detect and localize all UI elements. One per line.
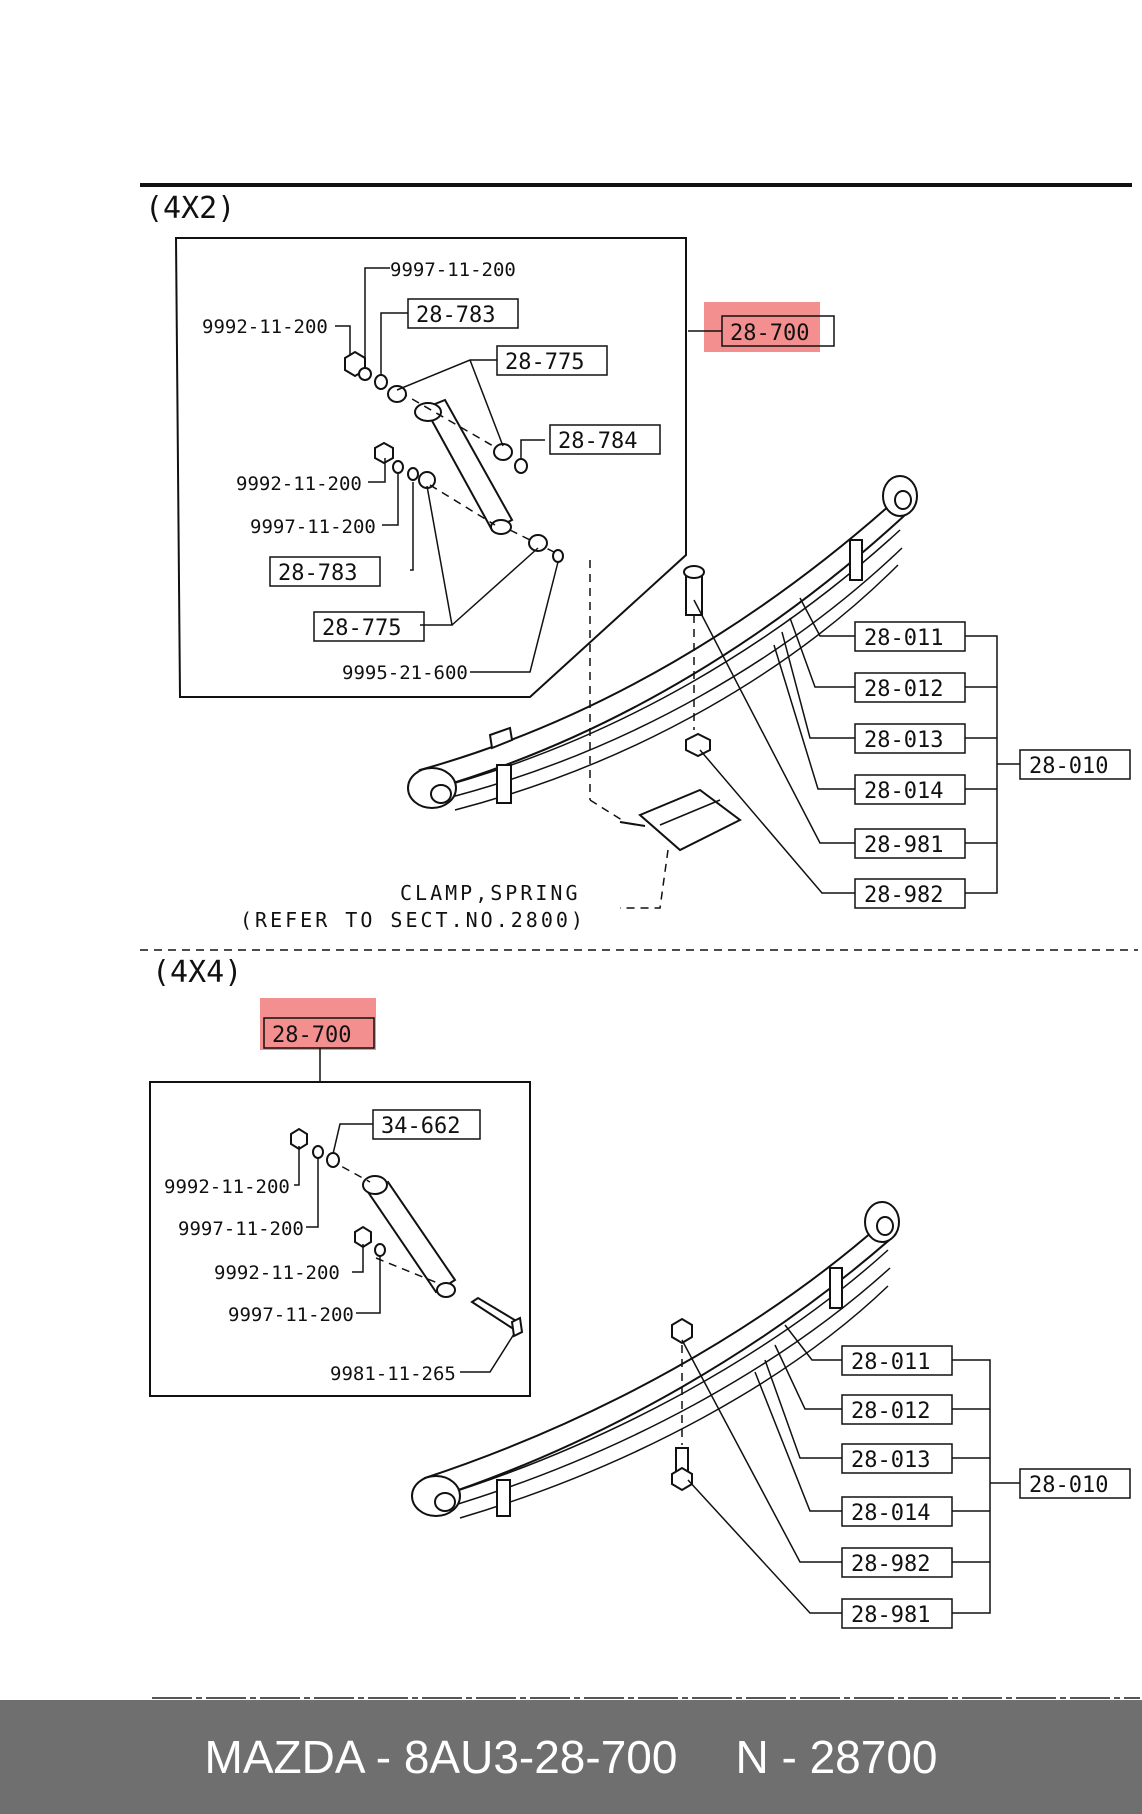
bottom-spring-label-2[interactable]: 28-012 bbox=[841, 1394, 953, 1425]
bottom-spring-label-1[interactable]: 28-011 bbox=[841, 1345, 953, 1376]
top-refer-note: (REFER TO SECT.NO.2800) bbox=[240, 908, 586, 932]
top-rubber-lower-callout[interactable]: 28-775 bbox=[313, 611, 425, 642]
bottom-nut-lower-label: 9992-11-200 bbox=[214, 1262, 340, 1284]
bottom-hardware bbox=[290, 1127, 386, 1257]
footer-group-number: N - 28700 bbox=[735, 1731, 938, 1783]
bottom-bush-label: 34-662 bbox=[381, 1114, 460, 1139]
top-spring-label-5[interactable]: 28-981 bbox=[854, 828, 966, 859]
bottom-spring-label-4[interactable]: 28-014 bbox=[841, 1496, 953, 1527]
top-spring-label-4[interactable]: 28-014 bbox=[854, 774, 966, 805]
svg-text:28-011: 28-011 bbox=[851, 1350, 930, 1375]
bottom-washer-lower-label: 9997-11-200 bbox=[228, 1304, 354, 1326]
top-shock-absorber bbox=[399, 391, 561, 556]
bottom-spring-assembly-callout[interactable]: 28-010 bbox=[1019, 1468, 1131, 1499]
svg-text:28-012: 28-012 bbox=[864, 677, 943, 702]
parts-diagram: (4X2) 28-700 bbox=[140, 183, 1140, 1699]
top-bush-lower-label: 28-783 bbox=[278, 561, 357, 586]
top-rubber-lower-label: 28-775 bbox=[322, 616, 401, 641]
top-bush-lower-callout[interactable]: 28-783 bbox=[269, 556, 381, 587]
top-bolt-lower-label: 9995-21-600 bbox=[342, 662, 468, 684]
top-hardware bbox=[344, 350, 564, 563]
svg-text:28-981: 28-981 bbox=[864, 833, 943, 858]
svg-text:28-011: 28-011 bbox=[864, 626, 943, 651]
top-inset-leaders bbox=[335, 267, 559, 673]
bottom-spring-label-6[interactable]: 28-981 bbox=[841, 1598, 953, 1629]
bottom-spring-label-3[interactable]: 28-013 bbox=[841, 1443, 953, 1474]
svg-text:28-012: 28-012 bbox=[851, 1399, 930, 1424]
top-washer-label: 9997-11-200 bbox=[390, 259, 516, 281]
top-bush-right-callout[interactable]: 28-784 bbox=[549, 424, 661, 455]
footer-bar: MAZDA - 8AU3-28-700 N - 28700 bbox=[0, 1700, 1142, 1814]
bottom-spring-leaders bbox=[681, 1324, 1020, 1614]
top-nut-lower-label: 9992-11-200 bbox=[236, 473, 362, 495]
svg-text:28-014: 28-014 bbox=[864, 779, 943, 804]
top-spring-assembly-callout[interactable]: 28-010 bbox=[1019, 749, 1131, 780]
bottom-bolt-lower-label: 9981-11-265 bbox=[330, 1363, 456, 1385]
bottom-inset-box bbox=[149, 1081, 531, 1397]
top-rubber-callout[interactable]: 28-775 bbox=[496, 345, 608, 376]
bottom-assembly-callout[interactable]: 28-700 bbox=[260, 998, 376, 1050]
top-bush-label: 28-783 bbox=[416, 303, 495, 328]
top-assembly-label: 28-700 bbox=[730, 321, 809, 346]
top-spring-label-6[interactable]: 28-982 bbox=[854, 878, 966, 909]
top-spring-assembly-label: 28-010 bbox=[1029, 754, 1108, 779]
svg-text:28-982: 28-982 bbox=[864, 883, 943, 908]
top-bush-callout[interactable]: 28-783 bbox=[407, 298, 519, 329]
bottom-inset-leaders bbox=[294, 1123, 515, 1373]
top-inset-box bbox=[174, 237, 687, 698]
top-washer-lower-label: 9997-11-200 bbox=[250, 516, 376, 538]
top-clamp-note: CLAMP,SPRING bbox=[400, 881, 581, 905]
bottom-assembly-label: 28-700 bbox=[272, 1023, 351, 1048]
svg-text:28-981: 28-981 bbox=[851, 1603, 930, 1628]
top-spring-label-3[interactable]: 28-013 bbox=[854, 723, 966, 754]
top-assembly-highlight bbox=[704, 302, 820, 352]
top-spring-label-2[interactable]: 28-012 bbox=[854, 672, 966, 703]
bottom-spring-label-5[interactable]: 28-982 bbox=[841, 1547, 953, 1578]
svg-text:28-982: 28-982 bbox=[851, 1552, 930, 1577]
top-nut-label: 9992-11-200 bbox=[202, 316, 328, 338]
footer-part-number: MAZDA - 8AU3-28-700 bbox=[204, 1731, 678, 1783]
bottom-washer-label: 9997-11-200 bbox=[178, 1218, 304, 1240]
bottom-bush-callout[interactable]: 34-662 bbox=[372, 1109, 481, 1140]
svg-text:28-014: 28-014 bbox=[851, 1501, 930, 1526]
section-title-4x4: (4X4) bbox=[152, 955, 242, 990]
top-assembly-callout[interactable]: 28-700 bbox=[704, 302, 835, 352]
svg-text:28-013: 28-013 bbox=[864, 728, 943, 753]
bottom-spring-assembly-label: 28-010 bbox=[1029, 1473, 1108, 1498]
top-spring-leaders bbox=[693, 597, 1020, 894]
bottom-nut-label: 9992-11-200 bbox=[164, 1176, 290, 1198]
top-leaf-spring bbox=[407, 475, 918, 909]
section-title-4x2: (4X2) bbox=[145, 191, 235, 226]
top-rubber-label: 28-775 bbox=[505, 350, 584, 375]
top-bush-right-label: 28-784 bbox=[558, 429, 637, 454]
bottom-leaf-spring bbox=[411, 1201, 900, 1519]
bottom-assembly-highlight bbox=[260, 998, 376, 1050]
top-spring-label-1[interactable]: 28-011 bbox=[854, 621, 966, 652]
svg-text:28-013: 28-013 bbox=[851, 1448, 930, 1473]
bottom-shock-absorber bbox=[329, 1159, 524, 1338]
